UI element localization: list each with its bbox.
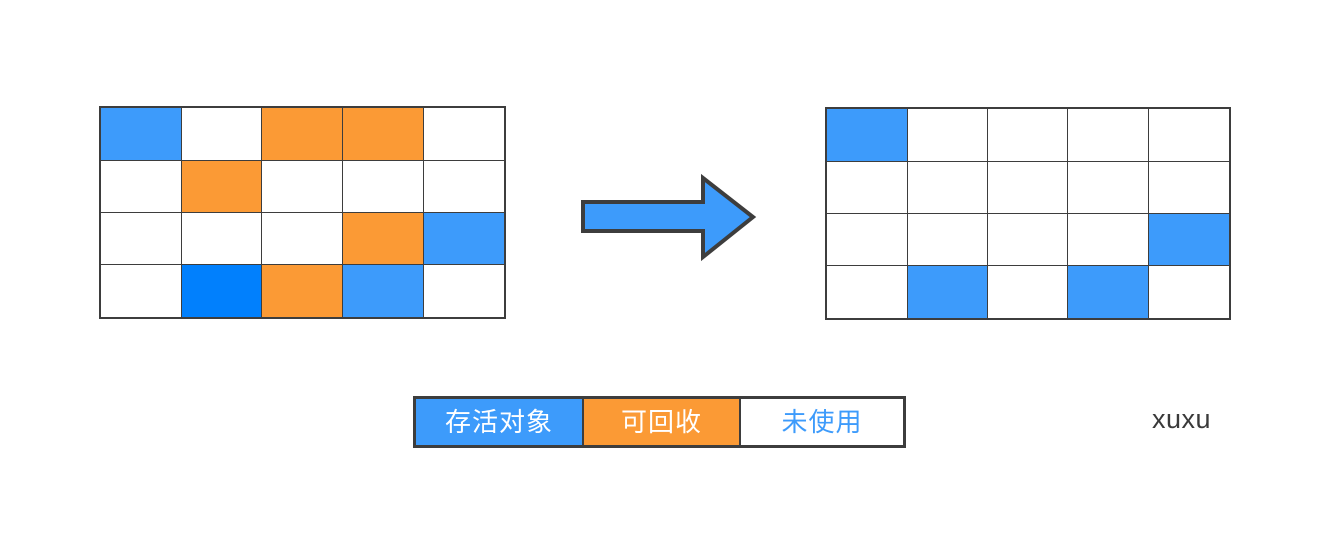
- legend-label-live: 存活对象: [444, 407, 553, 437]
- memory-cell: [826, 212, 909, 267]
- memory-grid-after: [825, 107, 1231, 320]
- legend: 存活对象 可回收 未使用: [413, 396, 906, 448]
- memory-cell: [342, 107, 425, 161]
- memory-cell: [1067, 212, 1150, 267]
- memory-grid-before: [99, 106, 506, 319]
- transition-arrow: [578, 173, 758, 265]
- legend-label-garbage: 可回收: [620, 407, 702, 437]
- memory-cell: [906, 212, 989, 267]
- legend-item-garbage: 可回收: [584, 399, 741, 445]
- memory-cell: [100, 107, 183, 161]
- memory-cell: [261, 159, 344, 214]
- memory-cell: [261, 211, 344, 266]
- legend-item-unused: 未使用: [741, 399, 903, 445]
- memory-cell: [180, 211, 263, 266]
- memory-cell: [100, 264, 183, 318]
- memory-cell: [261, 264, 344, 318]
- memory-cell: [987, 108, 1069, 162]
- memory-cell: [100, 211, 183, 266]
- memory-cell: [180, 159, 263, 214]
- memory-cell: [422, 211, 505, 266]
- memory-cell: [422, 264, 505, 318]
- memory-cell: [826, 265, 909, 319]
- memory-cell: [422, 159, 505, 214]
- memory-cell: [987, 160, 1069, 215]
- memory-cell: [826, 108, 909, 162]
- memory-cell: [342, 159, 425, 214]
- memory-cell: [261, 107, 344, 161]
- memory-cell: [180, 264, 263, 318]
- memory-cell: [826, 160, 909, 215]
- memory-cell: [180, 107, 263, 161]
- memory-cell: [1147, 212, 1230, 267]
- memory-cell: [342, 264, 425, 318]
- memory-cell: [1067, 265, 1150, 319]
- memory-cell: [1147, 160, 1230, 215]
- watermark-text: xuxu: [1152, 404, 1212, 434]
- memory-cell: [987, 265, 1069, 319]
- memory-cell: [1067, 160, 1150, 215]
- memory-cell: [906, 108, 989, 162]
- legend-item-live: 存活对象: [416, 399, 584, 445]
- memory-cell: [342, 211, 425, 266]
- memory-cell: [100, 159, 183, 214]
- memory-cell: [422, 107, 505, 161]
- legend-label-unused: 未使用: [781, 407, 863, 437]
- memory-cell: [1147, 108, 1230, 162]
- memory-cell: [906, 265, 989, 319]
- memory-cell: [987, 212, 1069, 267]
- memory-cell: [1147, 265, 1230, 319]
- memory-cell: [906, 160, 989, 215]
- arrow-right-icon: [581, 173, 757, 262]
- memory-cell: [1067, 108, 1150, 162]
